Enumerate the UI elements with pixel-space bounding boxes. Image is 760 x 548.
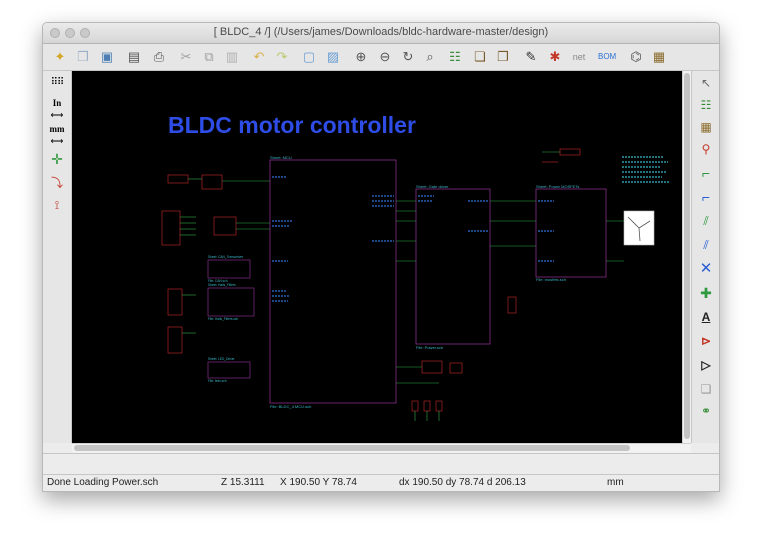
can-sheet[interactable]: Sheet: CAN_Transceiver File: CAN.sch xyxy=(207,255,251,283)
vertical-scroll-thumb[interactable] xyxy=(684,73,690,439)
left-options-toolbar: ⠿⠿ In⟷ mm⟷ ✛ ⤵ ⟟ xyxy=(43,71,72,443)
erc-icon[interactable]: ✱ xyxy=(549,49,561,64)
paste-icon[interactable]: ▥ xyxy=(225,49,239,64)
led-components xyxy=(396,382,443,421)
horizontal-scroll-thumb[interactable] xyxy=(74,445,630,451)
import-sheet-pin-icon[interactable]: ⚭ xyxy=(700,404,712,418)
notes-annotation xyxy=(542,148,670,183)
minimize-window-button[interactable] xyxy=(65,28,75,38)
schematic-canvas[interactable]: BLDC motor controller Sheet: MCU File: B… xyxy=(72,71,682,443)
add-wire-icon[interactable]: ⌐ xyxy=(701,165,711,181)
find-replace-icon[interactable]: ▨ xyxy=(326,49,340,64)
mm-units-label: mm xyxy=(49,124,65,134)
redo-icon[interactable]: ↷ xyxy=(276,49,288,64)
status-zoom: Z 15.3111 xyxy=(221,477,265,488)
halls-filters-sheet-label: Sheet: Halls_Filters xyxy=(208,283,236,287)
zoom-window-button[interactable] xyxy=(80,28,90,38)
led-driver-sheet-file: File: leds.sch xyxy=(208,379,227,383)
horizontal-scrollbar[interactable] xyxy=(72,443,691,453)
mm-units-button[interactable]: mm⟷ xyxy=(49,124,65,146)
open-sheet-icon[interactable]: ❐ xyxy=(77,49,89,64)
can-sheet-file: File: CAN.sch xyxy=(208,279,228,283)
save-icon[interactable]: ▣ xyxy=(100,49,114,64)
library-browser-icon[interactable]: ❐ xyxy=(497,49,509,64)
pin-label-hatching xyxy=(272,176,554,302)
new-sheet-icon[interactable]: ✦ xyxy=(54,49,66,64)
inch-units-button[interactable]: In⟷ xyxy=(50,98,64,120)
usb-connector-component xyxy=(161,210,196,246)
wire-to-bus-entry-icon[interactable]: ⫽ xyxy=(703,214,709,228)
hall-connector-component xyxy=(167,288,196,354)
power-mosfets-sheet-file: File: mosfets.sch xyxy=(536,277,566,282)
copy-icon[interactable]: ⧉ xyxy=(204,49,214,64)
close-window-button[interactable] xyxy=(50,28,60,38)
hierarchical-label-icon[interactable]: ▷ xyxy=(701,358,711,372)
undo-icon[interactable]: ↶ xyxy=(253,49,265,64)
gate-driver-sheet-label: Sheet: Gate driver xyxy=(416,184,449,189)
right-drawing-toolbar: ↖ ☷ ▦ ⚲ ⌐ ⌐ ⫽ ⫽ ✕ ✚ A ⊳ ▷ ❏ ⚭ xyxy=(691,71,719,443)
annotate-icon[interactable]: ✎ xyxy=(525,49,537,64)
hidden-pins-icon[interactable]: ⤵ xyxy=(50,176,63,190)
redraw-icon[interactable]: ↻ xyxy=(402,49,414,64)
status-delta: dx 190.50 dy 78.74 d 206.13 xyxy=(399,477,526,488)
no-connect-icon[interactable]: ✕ xyxy=(699,260,713,277)
hierarchy-icon[interactable]: ☷ xyxy=(449,49,461,64)
add-sheet-icon[interactable]: ❏ xyxy=(700,382,712,396)
page-settings-icon[interactable]: ▤ xyxy=(127,49,141,64)
net-label-icon[interactable]: A xyxy=(701,310,711,324)
hierarchy-nav-icon[interactable]: ☷ xyxy=(700,98,712,112)
kicad-eeschema-window: [ BLDC_4 /] (/Users/james/Downloads/bldc… xyxy=(42,22,720,492)
zoom-fit-icon[interactable]: ⌕ xyxy=(426,49,434,64)
halls-filters-sheet-file: File: Halls_Filters.sch xyxy=(208,317,239,321)
select-arrow-icon[interactable]: ↖ xyxy=(700,76,712,90)
title-bar: [ BLDC_4 /] (/Users/james/Downloads/bldc… xyxy=(43,23,719,44)
bus-to-bus-entry-icon[interactable]: ⫽ xyxy=(703,238,709,252)
message-panel xyxy=(43,453,719,474)
add-bus-icon[interactable]: ⌐ xyxy=(701,189,711,205)
status-cursor-position: X 190.50 Y 78.74 xyxy=(280,477,357,488)
main-toolbar: ✦ ❐ ▣ ▤ ⎙ ✂ ⧉ ▥ ↶ ↷ ▢ ▨ ⊕ ⊖ ↻ ⌕ ☷ ❏ ❐ ✎ … xyxy=(43,44,719,71)
led-driver-sheet[interactable]: Sheet: LED_Driver File: leds.sch xyxy=(207,357,251,383)
vertical-scrollbar[interactable] xyxy=(682,71,692,443)
status-bar: Done Loading Power.sch Z 15.3111 X 190.5… xyxy=(43,474,719,491)
power-mosfets-sheet[interactable]: Sheet: Power MOSFETs File: mosfets.sch xyxy=(535,184,607,282)
cut-icon[interactable]: ✂ xyxy=(180,49,192,64)
regulator-component xyxy=(213,216,270,236)
mcu-sheet-file: File: BLDC_4 MCU.sch xyxy=(270,404,311,409)
gate-driver-sheet[interactable]: Sheet: Gate driver File: Power.sch xyxy=(415,184,491,350)
gate-driver-sheet-file: File: Power.sch xyxy=(416,345,443,350)
inch-units-label: In xyxy=(52,98,62,108)
mcu-sheet[interactable]: Sheet: MCU File: BLDC_4 MCU.sch xyxy=(269,155,397,409)
add-component-icon[interactable]: ▦ xyxy=(700,120,712,134)
mcu-to-driver-wires xyxy=(396,200,536,262)
mcu-sheet-label: Sheet: MCU xyxy=(270,155,292,160)
find-icon[interactable]: ▢ xyxy=(302,49,316,64)
global-label-icon[interactable]: ⊳ xyxy=(700,334,712,348)
status-message: Done Loading Power.sch xyxy=(47,477,159,488)
power-mosfets-sheet-label: Sheet: Power MOSFETs xyxy=(536,184,579,189)
motor-symbol xyxy=(606,210,655,262)
halls-filters-sheet[interactable]: Sheet: Halls_Filters File: Halls_Filters… xyxy=(207,283,255,321)
junction-icon[interactable]: ✚ xyxy=(700,285,712,301)
current-sense-components xyxy=(396,296,517,374)
zoom-out-icon[interactable]: ⊖ xyxy=(379,49,391,64)
cvpcb-icon[interactable]: ⌬ xyxy=(630,49,642,64)
led-driver-sheet-label: Sheet: LED_Driver xyxy=(208,357,236,361)
bom-icon[interactable]: BOM xyxy=(598,52,617,61)
library-editor-icon[interactable]: ❏ xyxy=(474,49,486,64)
cursor-shape-icon[interactable]: ✛ xyxy=(51,151,63,167)
schematic-title: BLDC motor controller xyxy=(168,112,416,138)
netlist-icon[interactable]: net xyxy=(572,52,586,62)
status-units: mm xyxy=(607,477,624,488)
print-icon[interactable]: ⎙ xyxy=(153,49,165,64)
pcbnew-icon[interactable]: ▦ xyxy=(652,49,666,64)
bus-wire-entry-icon[interactable]: ⟟ xyxy=(54,198,60,212)
power-input-component xyxy=(167,174,270,190)
zoom-in-icon[interactable]: ⊕ xyxy=(355,49,367,64)
window-title: [ BLDC_4 /] (/Users/james/Downloads/bldc… xyxy=(213,26,549,38)
can-sheet-label: Sheet: CAN_Transceiver xyxy=(208,255,244,259)
grid-icon[interactable]: ⠿⠿ xyxy=(50,77,65,88)
add-power-icon[interactable]: ⚲ xyxy=(701,142,711,156)
